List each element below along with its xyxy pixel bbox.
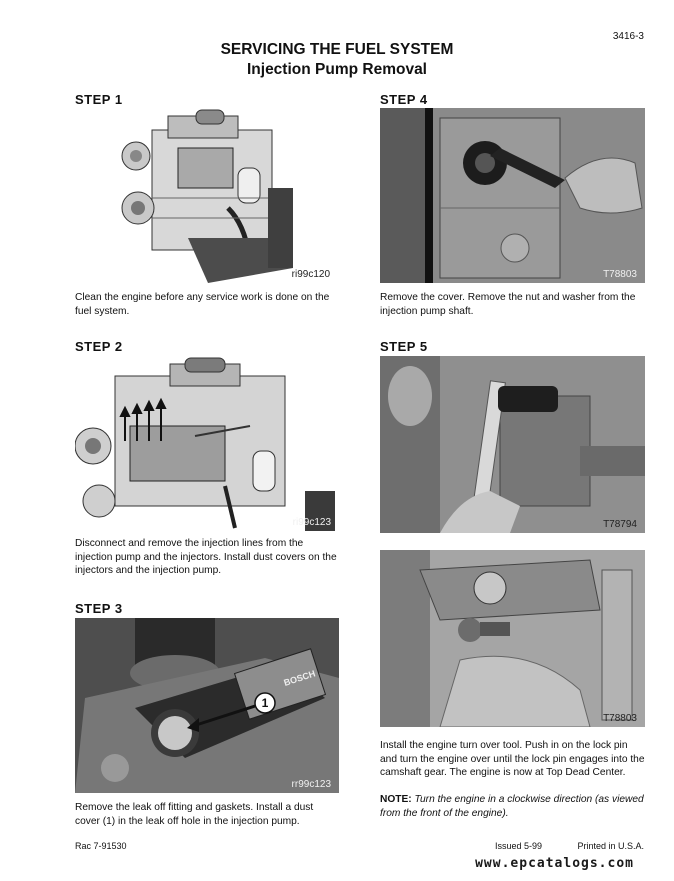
- footer-doc-number: Rac 7-91530: [75, 841, 127, 851]
- step-5-caption: Install the engine turn over tool. Push …: [380, 740, 645, 778]
- step-5-image-code-2: T78803: [603, 713, 637, 724]
- note-label: NOTE:: [380, 794, 412, 805]
- note-text: Turn the engine in a clockwise direction…: [380, 794, 644, 819]
- step-1-image-code: ri99c120: [291, 269, 330, 280]
- step-4-cover-photo: T78803: [380, 108, 645, 283]
- step-3-callout-number: 1: [262, 696, 269, 710]
- step-2-image-code: ri99c123: [292, 517, 331, 528]
- page-number: 3416-3: [612, 31, 644, 42]
- step-1-caption: Clean the engine before any service work…: [75, 292, 330, 317]
- footer-issued: Issued 5-99: [495, 841, 543, 851]
- step-2-engine-illustration: ri99c123: [75, 356, 339, 531]
- step-5-note: NOTE: Turn the engine in a clockwise dir…: [380, 793, 645, 820]
- step-1-engine-illustration: ri99c120: [118, 108, 338, 283]
- step-4-heading: STEP 4: [380, 92, 428, 107]
- step-5-tool-photo: T78794: [380, 356, 645, 533]
- step-3-heading: STEP 3: [75, 601, 123, 616]
- step-4-caption: Remove the cover. Remove the nut and was…: [380, 292, 636, 317]
- step-4-image-code: T78803: [603, 269, 637, 280]
- step-3-pump-photo: 1 BOSCH rr99c123: [75, 618, 339, 793]
- step-3-image-code: rr99c123: [291, 779, 331, 790]
- step-1-heading: STEP 1: [75, 92, 123, 107]
- page-title: SERVICING THE FUEL SYSTEM: [220, 41, 454, 58]
- step-5-heading: STEP 5: [380, 339, 428, 354]
- step-3-caption: Remove the leak off fitting and gaskets.…: [75, 802, 314, 827]
- step-5-lockpin-photo: T78803: [380, 550, 645, 727]
- page-subtitle: Injection Pump Removal: [246, 61, 427, 78]
- step-2-caption: Disconnect and remove the injection line…: [75, 538, 337, 576]
- watermark: www.epcatalogs.com: [475, 856, 634, 871]
- footer-printed: Printed in U.S.A.: [577, 841, 644, 851]
- step-5-image-code-1: T78794: [603, 519, 637, 530]
- step-2-heading: STEP 2: [75, 339, 123, 354]
